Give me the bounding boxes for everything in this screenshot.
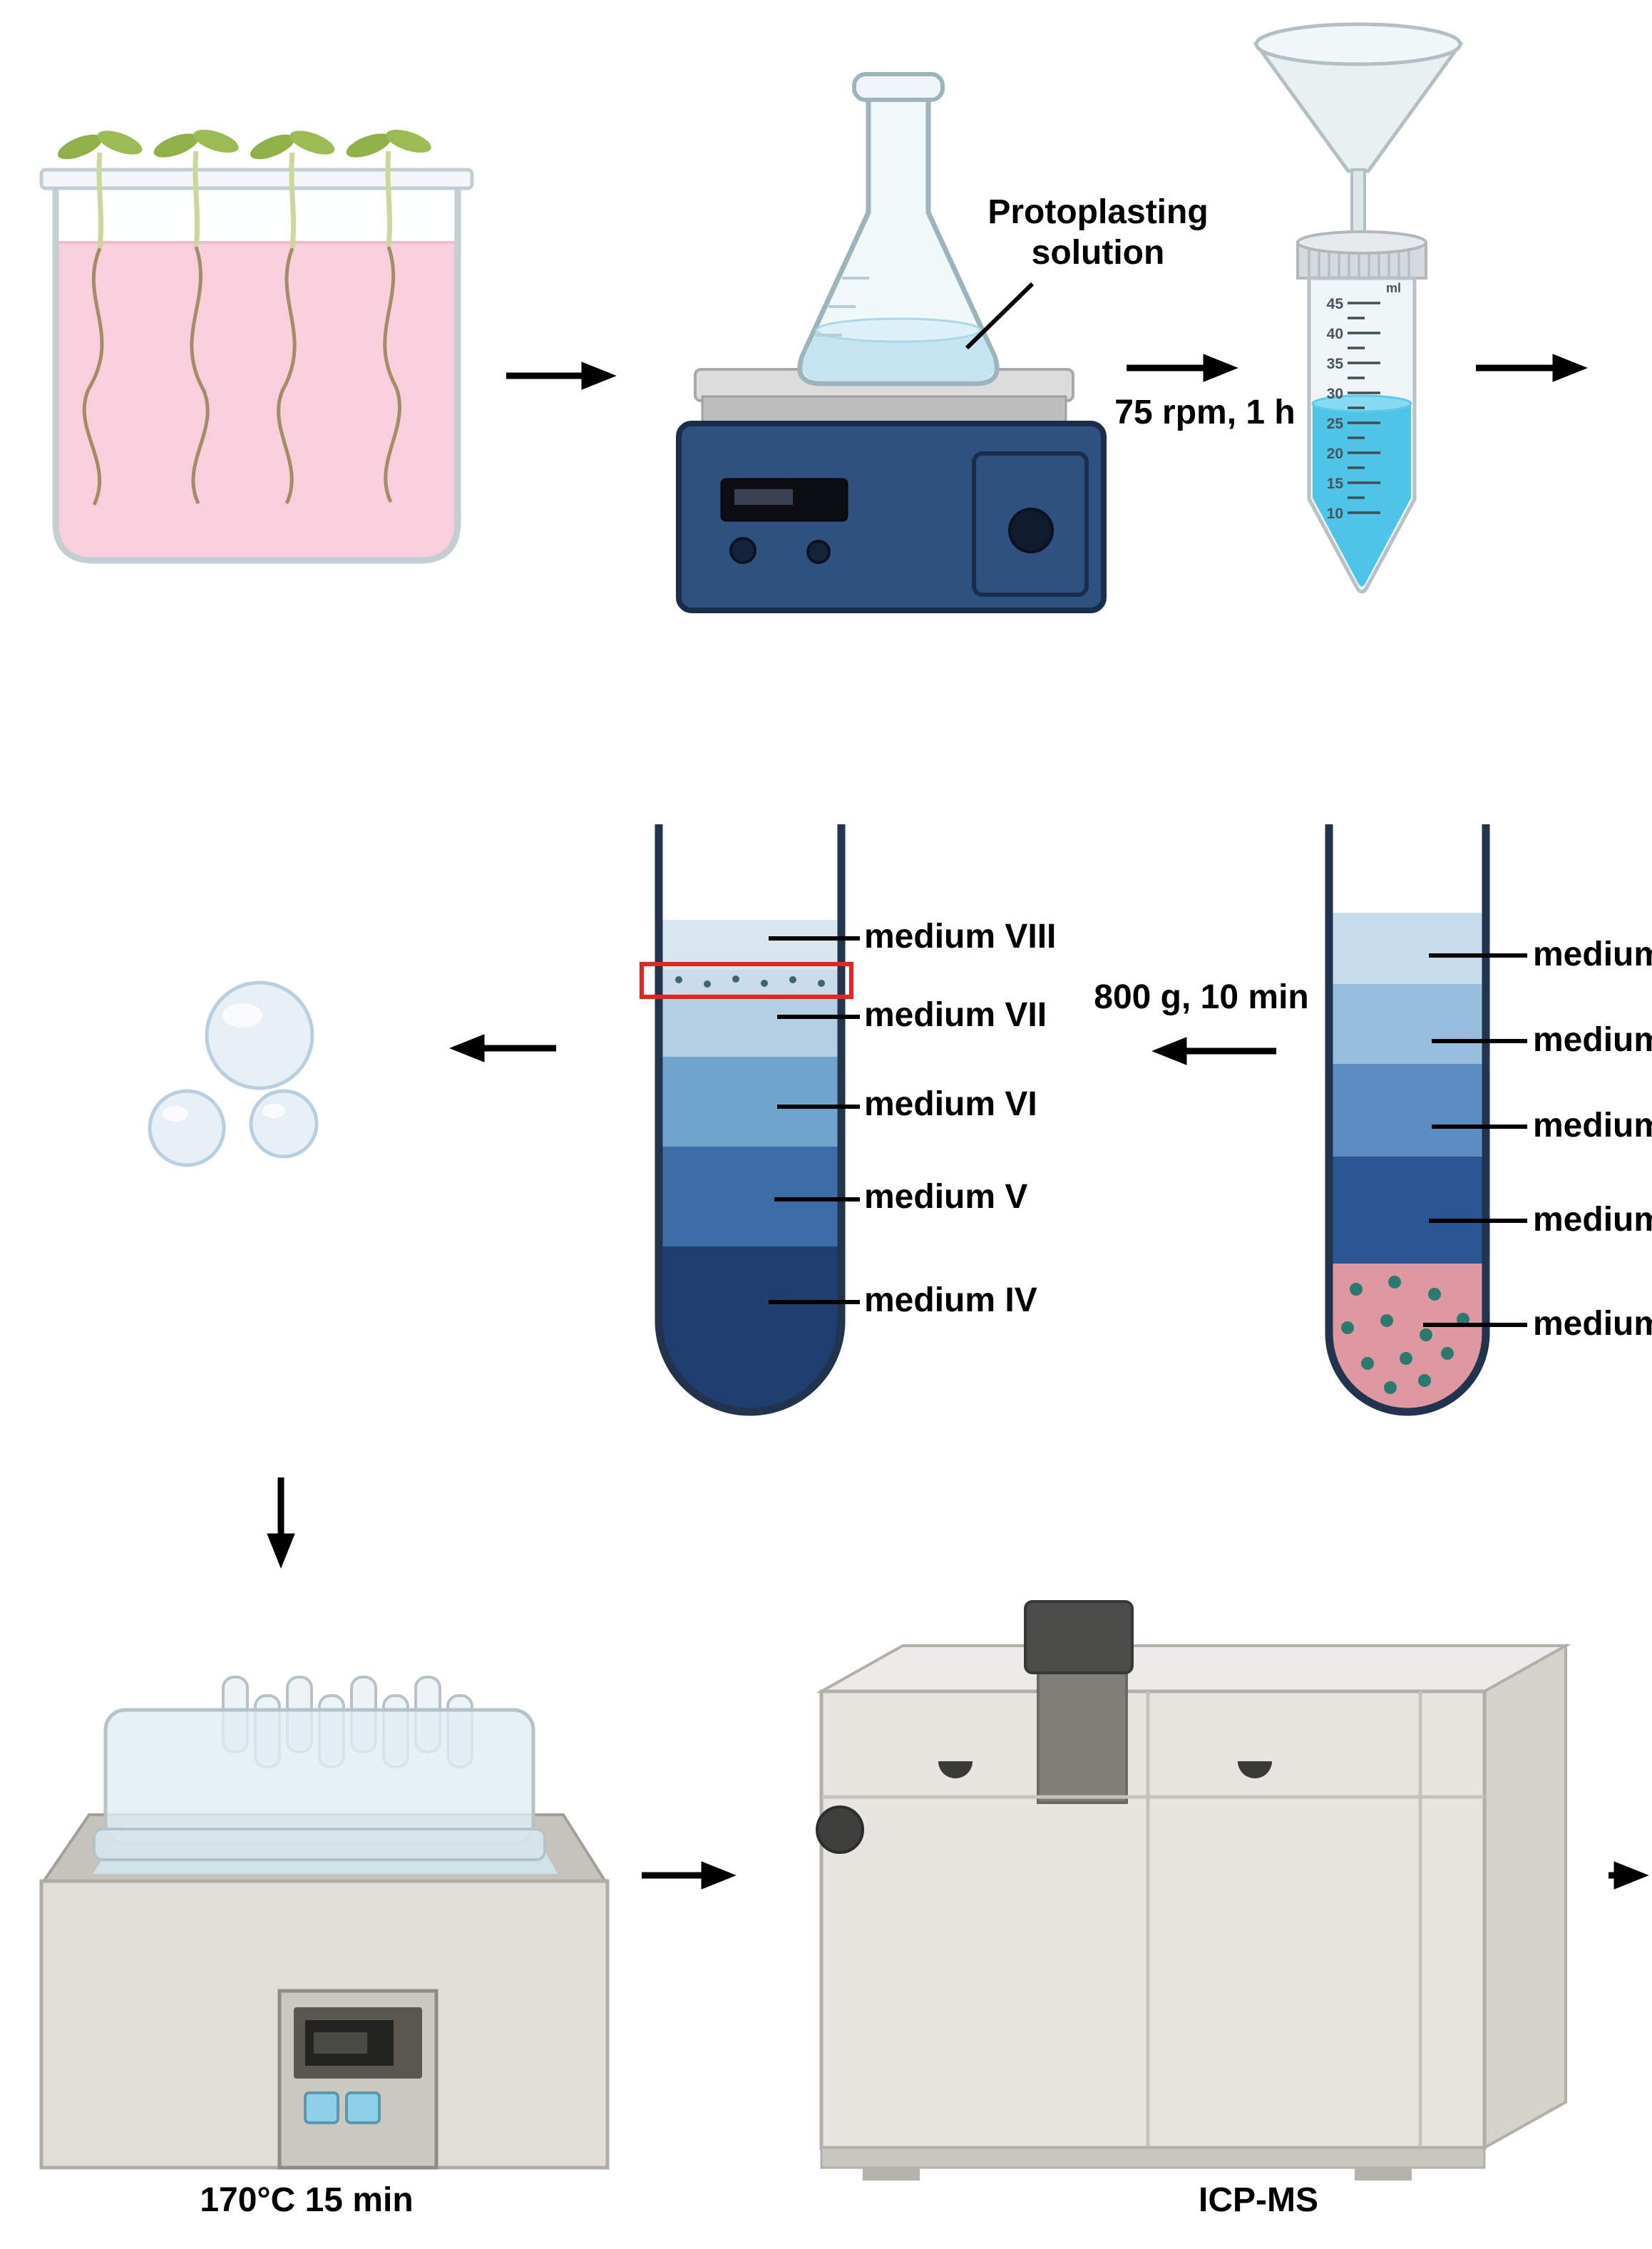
seedling [58,130,143,506]
tube-scale-number: 45 [1327,296,1344,312]
sample-leader-lines [1423,953,1527,1327]
shaker-platform-front [701,395,1067,426]
sample-layer-2 [1329,984,1486,1064]
seedling [346,129,431,503]
gradient-tube-outline [655,824,846,1416]
icpms-base [820,2146,1486,2169]
shaker-knob [729,537,756,564]
gradient-layer-iv [659,1246,841,1412]
tube-cap-top [1296,230,1427,255]
gradient-leader-lines [769,936,860,1304]
icpms-handle [938,1761,973,1778]
workflow-arrows [267,354,1649,1890]
icpms-front-face [819,1689,1487,2150]
sample-label-4: medium [1533,1201,1652,1239]
sample-label-1: medium [1533,936,1652,973]
beaker-rim [39,168,474,190]
sample-layer-3 [1329,1064,1486,1157]
water-bath [39,1676,610,2170]
tube-scale-number: 15 [1327,476,1344,492]
seedling [250,130,335,505]
shaker-flask [676,72,1107,613]
flask-liquid-surface [815,317,982,343]
gradient-layer-viii [659,920,841,970]
flask-rim [852,72,945,102]
tube-scale-number: 35 [1327,356,1344,372]
shaker-display-segment [734,489,793,505]
sample-tube-outline [1325,824,1490,1416]
gradient-tube [640,824,860,1416]
tube-scale-number: 20 [1327,446,1343,462]
gradient-label-viii: medium VIII [864,918,1057,956]
icpms-label: ICP-MS [1199,2181,1318,2219]
funnel-stem [1350,168,1366,240]
tube-scale-unit: ml [1386,281,1401,295]
tube-scale-number: 30 [1327,386,1343,402]
bath-display-segment [314,2032,367,2054]
icpms-right-face [1483,1643,1567,2151]
icpms-side-knob [816,1805,864,1854]
icpms-foot [863,2168,920,2181]
pellet-dots [1341,1276,1469,1394]
shaker-knob [806,540,831,564]
funnel-mouth [1254,22,1462,66]
tube-scale-ticks [1348,302,1380,514]
protoplasting-line2: solution [1031,233,1165,272]
seedling-beaker [39,129,474,564]
seedling [153,129,239,505]
gradient-label-iv: medium IV [864,1281,1037,1319]
bath-lid [103,1708,535,1845]
protoplasts [148,980,319,1167]
tube-scale-number: 25 [1327,416,1344,432]
gradient-label-vi: medium VI [864,1085,1037,1123]
shake-label: 75 rpm, 1 h [1114,394,1296,431]
bath-button [304,2091,339,2124]
flask-graduations [815,277,869,337]
icpms-handle [1238,1761,1272,1778]
gradient-layer-vii [659,994,841,1057]
bath-lid-lip [93,1828,546,1861]
protoplast-band-dots [675,975,825,988]
icpms-top-knob [1024,1600,1134,1674]
protoplasting-label: Protoplasting solution [948,193,1248,273]
sample-layer-1 [1329,913,1486,984]
funnel-tube: ml 45 40 35 30 25 20 15 10 [1253,22,1464,594]
tube-liquid-surface [1311,394,1412,413]
protoplast-band [659,970,841,994]
icpms-top-face [816,1644,1571,1693]
shaker-dial [1008,508,1054,553]
erlenmeyer-flask [797,91,1000,386]
protoplasting-pointer-line [965,282,1035,350]
conical-tube-liquid [1313,404,1411,587]
protoplasting-line1: Protoplasting [987,193,1209,231]
sample-label-2: medium [1533,1021,1652,1059]
gradient-label-v: medium V [864,1178,1028,1216]
bath-button [345,2091,381,2124]
centrifuge-label: 800 g, 10 min [1094,978,1309,1016]
sample-label-5: medium [1533,1305,1652,1343]
icpms-foot [1355,2168,1412,2181]
icpms-machine [816,1600,1571,2181]
gradient-label-vii: medium VII [864,996,1047,1034]
icpms-dark-channel [1037,1669,1128,1804]
beaker-liquid [56,242,458,560]
red-highlight-box [640,962,853,999]
gradient-layer-v [659,1147,841,1246]
sample-layer-4 [1329,1157,1486,1264]
tube-scale-number: 40 [1327,326,1343,342]
sample-tube [1325,824,1527,1416]
gradient-layer-vi [659,1057,841,1147]
water-bath-label: 170°C 15 min [200,2181,414,2219]
sample-label-3: medium [1533,1107,1652,1144]
tube-scale-number: 10 [1327,506,1343,522]
beaker-outline [52,187,461,564]
